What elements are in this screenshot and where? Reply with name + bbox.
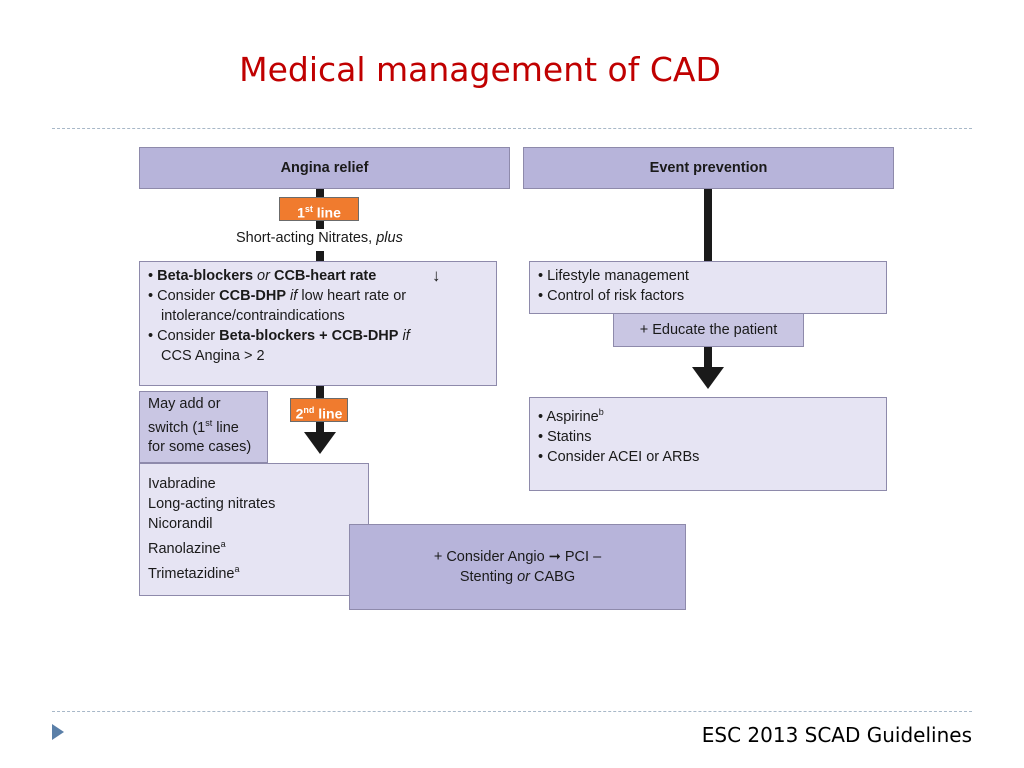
consider-angio-box: + Consider Angio ➞ PCI – Stenting or CAB… [349, 524, 686, 610]
drug-item: Ivabradine [148, 476, 216, 492]
bullet-beta-blockers: • Beta-blockers or CCB-heart rate↓ [148, 266, 441, 285]
connector-line [316, 386, 324, 398]
bullet-continuation: intolerance/contraindications [161, 308, 345, 324]
bullet-continuation: CCS Angina > 2 [161, 348, 265, 364]
drug-item: Trimetazidinea [148, 563, 240, 582]
drug-item: Nicorandil [148, 516, 213, 532]
may-add-or-switch-box: May add or switch (1st line for some cas… [139, 391, 268, 463]
footer-source: ESC 2013 SCAD Guidelines [701, 723, 972, 747]
bullet-risk-factors: • Control of risk factors [538, 288, 685, 304]
connector-line [316, 189, 324, 197]
educate-patient-label: + Educate the patient [639, 322, 778, 338]
educate-patient-box: + Educate the patient [613, 313, 804, 347]
angio-line-2: Stenting or CABG [459, 569, 576, 585]
connector-line [316, 221, 324, 229]
connector-line [704, 189, 712, 261]
angina-relief-label: Angina relief [280, 160, 369, 176]
short-acting-nitrates-text: Short-acting Nitrates, plus [236, 230, 403, 246]
bullet-aspirine: • Aspirineb [538, 407, 604, 425]
down-arrow-icon: ↓ [432, 266, 441, 285]
bullet-acei-arbs: • Consider ACEI or ARBs [538, 448, 700, 465]
angio-line-1: + Consider Angio ➞ PCI – [433, 549, 602, 565]
first-line-badge: 1st line [279, 197, 359, 221]
connector-line [316, 251, 324, 261]
drug-item: Ranolazinea [148, 539, 226, 557]
connector-line [704, 347, 712, 369]
connector-line [316, 422, 324, 434]
right-arrow-icon: ➞ [548, 549, 561, 565]
second-line-drugs-box: Ivabradine Long-acting nitrates Nicorand… [139, 463, 369, 596]
slide-title: Medical management of CAD [239, 50, 721, 89]
slide-bullet-icon [52, 724, 64, 740]
drug-item: Long-acting nitrates [148, 496, 276, 512]
lifestyle-box: • Lifestyle management • Control of risk… [529, 261, 887, 314]
down-arrow-icon [692, 367, 724, 389]
angina-relief-header: Angina relief [139, 147, 510, 189]
bullet-lifestyle: • Lifestyle management [538, 268, 689, 284]
second-line-badge: 2nd line [290, 398, 348, 422]
event-prevention-header: Event prevention [523, 147, 894, 189]
event-prevention-label: Event prevention [649, 160, 768, 176]
bullet-consider-ccb-dhp: • Consider CCB-DHP if low heart rate or [148, 288, 407, 304]
top-divider [52, 128, 972, 129]
bottom-divider [52, 711, 972, 712]
down-arrow-icon [304, 432, 336, 454]
bullet-statins: • Statins [538, 428, 592, 445]
first-line-therapy-box: • Beta-blockers or CCB-heart rate↓ • Con… [139, 261, 497, 386]
pharmacological-prevention-box: • Aspirineb • Statins • Consider ACEI or… [529, 397, 887, 491]
bullet-consider-combination: • Consider Beta-blockers + CCB-DHP if [148, 328, 410, 344]
